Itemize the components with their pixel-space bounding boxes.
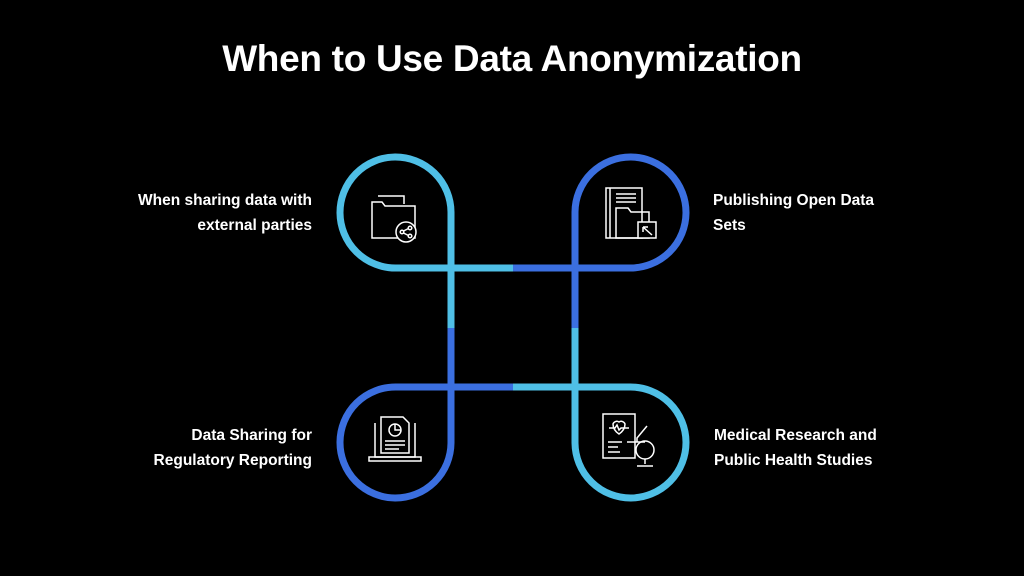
- label-line: external parties: [197, 217, 312, 234]
- label-line: Public Health Studies: [714, 452, 873, 469]
- laptop-report-icon: [368, 416, 422, 462]
- label-line: Data Sharing for: [191, 427, 312, 444]
- label-regulatory: Data Sharing for Regulatory Reporting: [72, 423, 312, 473]
- loop-top-left: [336, 153, 513, 328]
- loop-bottom-right: [513, 328, 690, 502]
- medical-research-icon: [602, 413, 655, 467]
- label-line: Sets: [713, 217, 746, 234]
- label-line: Regulatory Reporting: [153, 452, 312, 469]
- folder-share-icon: [371, 195, 417, 243]
- loop-bottom-left: [336, 328, 513, 502]
- page-title: When to Use Data Anonymization: [222, 38, 802, 79]
- loop-top-right: [513, 153, 690, 328]
- label-line: Publishing Open Data: [713, 192, 875, 209]
- label-open-data: Publishing Open Data Sets: [713, 188, 953, 238]
- label-line: When sharing data with: [138, 192, 312, 209]
- label-line: Medical Research and: [714, 427, 877, 444]
- open-data-folder-icon: [605, 187, 657, 239]
- label-sharing-external: When sharing data with external parties: [72, 188, 312, 238]
- label-medical: Medical Research and Public Health Studi…: [714, 423, 954, 473]
